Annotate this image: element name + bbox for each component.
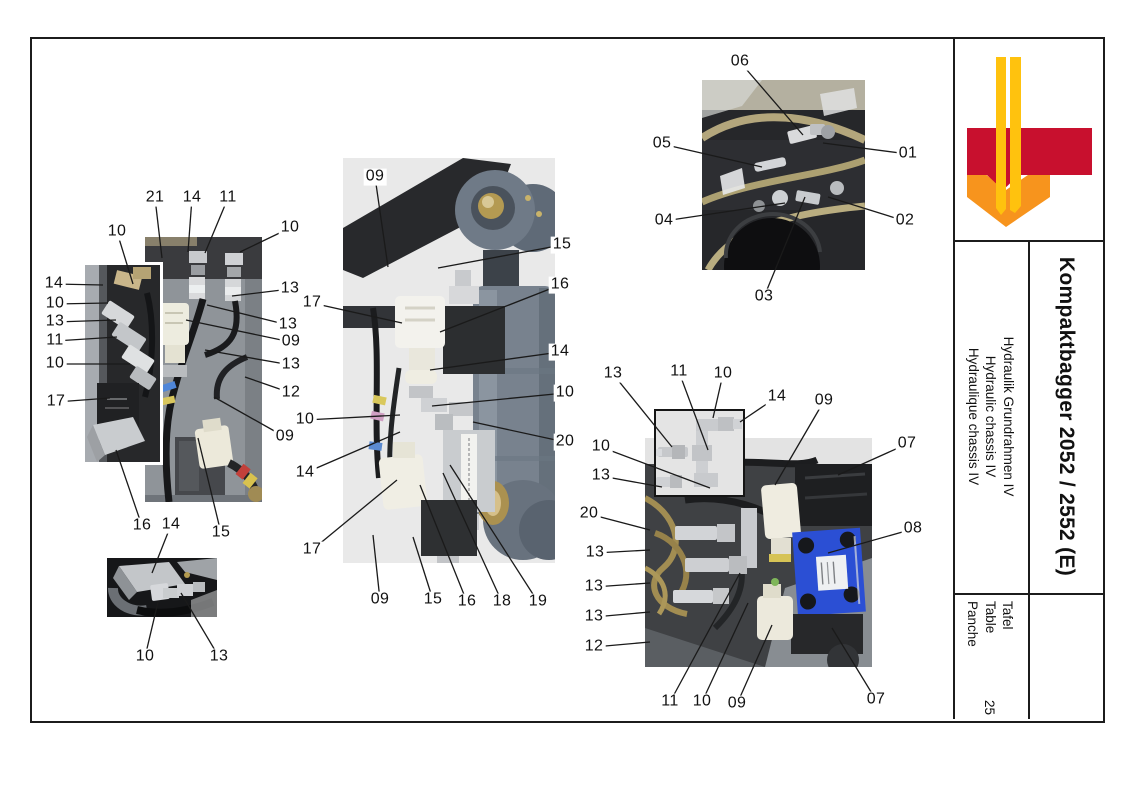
photo-inset-fittings-art bbox=[656, 411, 743, 495]
photo-valve-panel bbox=[145, 237, 262, 502]
photo-cylinder-valves bbox=[343, 158, 555, 563]
photo-chassis-hoses bbox=[702, 80, 865, 270]
photo-chassis-hoses-art bbox=[702, 80, 865, 270]
plate-title-de: Hydraulik Grundrahmen IV bbox=[1001, 336, 1017, 497]
photo-clamp-fitting-art bbox=[107, 558, 217, 617]
plate-title-block: Hydraulik Grundrahmen IV Hydraulic chass… bbox=[953, 240, 1028, 593]
plate-title-en: Hydraulic chassis IV bbox=[983, 355, 999, 478]
plate-word-fr: Panche bbox=[965, 601, 981, 647]
photo-fitting-chain-art bbox=[85, 265, 160, 462]
plate-word-de: Tafel bbox=[1000, 601, 1016, 630]
logo-cell-border bbox=[953, 240, 1103, 242]
sidebar-inner-divider bbox=[1028, 240, 1030, 719]
plate-number-cell: Tafel Table Panche 25 bbox=[953, 593, 1027, 723]
title-cell-border bbox=[953, 593, 1103, 595]
photo-cylinder-valves-art bbox=[343, 158, 555, 563]
brand-logo bbox=[967, 57, 1092, 227]
sidebar-divider bbox=[953, 37, 955, 719]
plate-number: 25 bbox=[982, 699, 998, 715]
photo-fitting-chain bbox=[82, 262, 163, 465]
plate-word-en: Table bbox=[982, 601, 998, 634]
photo-clamp-fitting bbox=[107, 558, 217, 617]
photo-inset-fittings bbox=[654, 409, 745, 497]
machine-title: Kompaktbagger 2052 / 2552 (E) bbox=[1055, 256, 1079, 577]
plate-title-fr: Hydraulique chassis IV bbox=[965, 347, 981, 486]
photo-valve-panel-art bbox=[145, 237, 262, 502]
plate-word-block: Tafel Table Panche bbox=[964, 601, 1017, 647]
page-border bbox=[30, 37, 1105, 723]
